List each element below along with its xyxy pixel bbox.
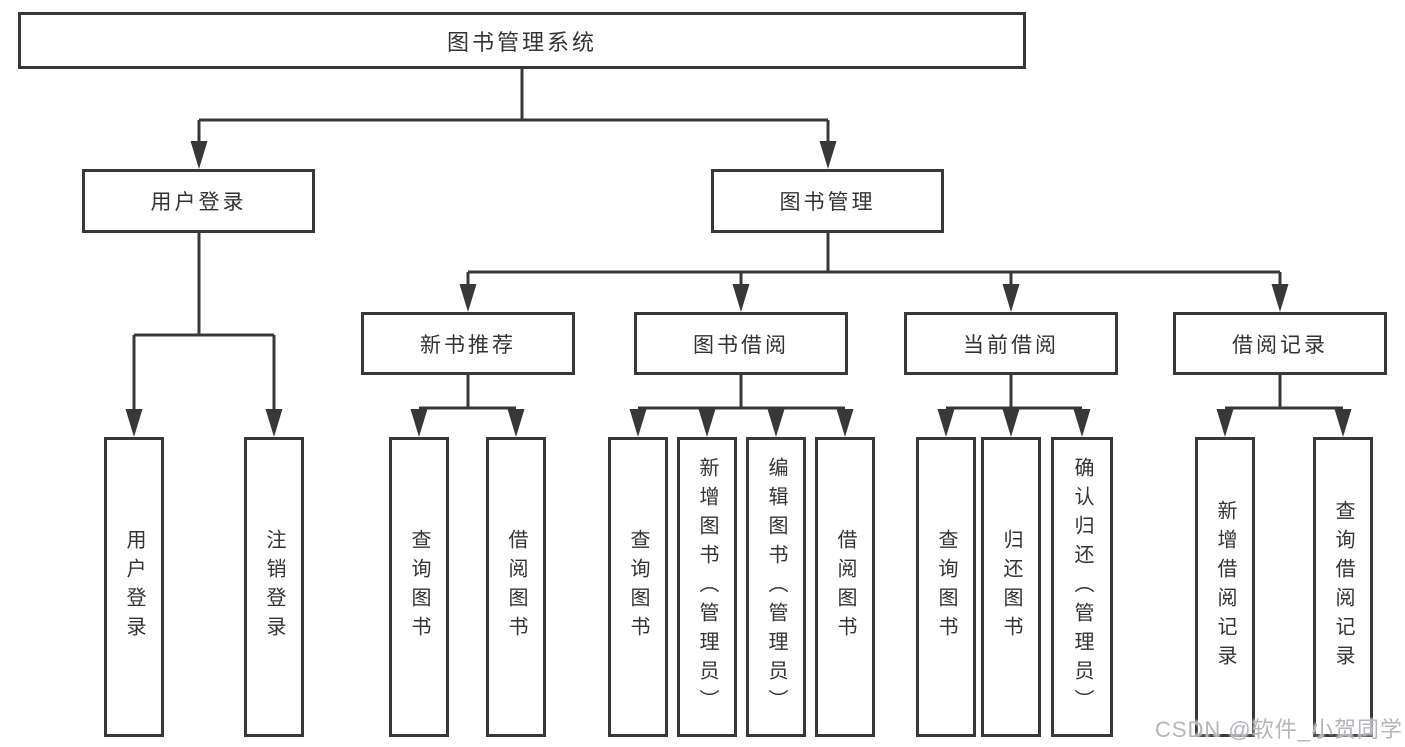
leaf-records-add-record: 新增借阅记录: [1195, 437, 1255, 737]
connector-new-book-recommend-family: [410, 375, 525, 437]
leaf-current-confirm-return-admin: 确认归还（管理员）: [1051, 437, 1113, 737]
connector-book-management-family: [459, 233, 1289, 312]
leaf-recommend-borrow-books: 借阅图书: [486, 437, 546, 737]
node-book-borrow: 图书借阅: [634, 312, 848, 375]
node-new-book-recommend: 新书推荐: [361, 312, 575, 375]
leaf-current-query-books: 查询图书: [916, 437, 976, 737]
node-book-management: 图书管理: [711, 169, 944, 233]
node-borrow-records: 借阅记录: [1173, 312, 1387, 375]
leaf-borrow-edit-books-admin: 编辑图书（管理员）: [746, 437, 806, 737]
node-user-login: 用户登录: [82, 169, 315, 233]
leaf-user-login: 用户登录: [104, 437, 164, 737]
leaf-recommend-query-books: 查询图书: [389, 437, 449, 737]
leaf-records-query-record: 查询借阅记录: [1313, 437, 1373, 737]
connector-root-family: [190, 69, 837, 169]
leaf-borrow-add-books-admin: 新增图书（管理员）: [677, 437, 737, 737]
connector-user-login-family: [125, 233, 283, 437]
connector-book-borrow-family: [629, 375, 854, 437]
connector-borrow-records-family: [1216, 375, 1352, 437]
leaf-borrow-query-books: 查询图书: [608, 437, 668, 737]
leaf-borrow-borrow-books: 借阅图书: [815, 437, 875, 737]
leaf-current-return-books: 归还图书: [981, 437, 1041, 737]
node-root-library-management-system: 图书管理系统: [18, 12, 1026, 69]
connector-current-borrow-family: [937, 375, 1091, 437]
node-current-borrow: 当前借阅: [904, 312, 1118, 375]
csdn-watermark: CSDN @软件_小贺同学: [1154, 717, 1403, 742]
leaf-logout: 注销登录: [244, 437, 304, 737]
